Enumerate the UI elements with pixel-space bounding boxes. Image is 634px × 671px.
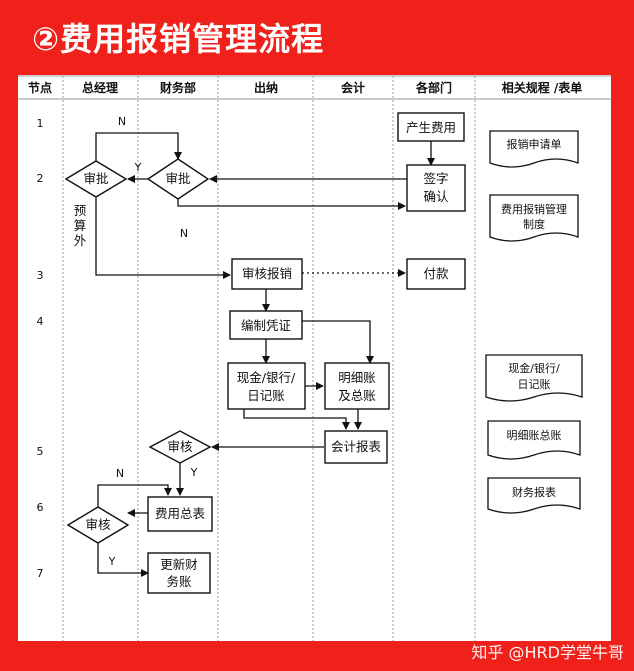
node-sign-confirm-2: 确认 <box>423 189 449 204</box>
edge-label-n: N <box>118 115 126 128</box>
edge-label-budget: 外 <box>74 233 87 248</box>
node-detail-ledger-2: 及总账 <box>338 388 376 403</box>
column-header-node: 节点 <box>28 80 52 95</box>
node-cash-journal: 现金/银行/ <box>237 370 296 385</box>
node-cash-journal-2: 日记账 <box>247 388 285 403</box>
node-prepare-voucher: 编制凭证 <box>241 318 292 333</box>
edge-label-budget: 算 <box>74 218 87 233</box>
column-header-forms: 相关规程 /表单 <box>502 80 583 95</box>
node-detail-ledger: 明细账 <box>338 370 376 385</box>
document-cash-journal: 现金/银行/ <box>508 361 560 375</box>
row-number: 7 <box>37 567 44 580</box>
document-cash-journal-2: 日记账 <box>518 378 551 391</box>
node-sign-confirm: 签字 <box>423 171 448 186</box>
row-number: 2 <box>37 172 44 185</box>
node-update-accounts-2: 务账 <box>166 574 192 589</box>
node-gm-approve: 审批 <box>83 171 108 186</box>
column-header-finance: 财务部 <box>159 80 196 95</box>
edge-label-y: Y <box>190 466 198 479</box>
document-ledger: 明细账总账 <box>507 428 562 442</box>
edge-label-y: Y <box>134 161 142 174</box>
node-payment: 付款 <box>423 266 449 281</box>
row-number: 5 <box>37 445 44 458</box>
document-expense-claim: 报销申请单 <box>507 137 562 151</box>
column-header-departments: 各部门 <box>415 80 452 95</box>
page-title: ②费用报销管理流程 <box>32 20 325 58</box>
column-header-accountant: 会计 <box>341 80 365 95</box>
node-update-accounts: 更新财 <box>160 557 198 572</box>
document-expense-policy: 费用报销管理 <box>501 202 567 216</box>
document-financial-report: 财务报表 <box>512 485 556 499</box>
flowchart-canvas: 节点 总经理 财务部 出纳 会计 各部门 相关规程 /表单 1 2 3 4 5 … <box>18 75 611 641</box>
document-shapes <box>485 130 583 514</box>
node-gm-check: 审核 <box>85 517 111 532</box>
node-accounting-report: 会计报表 <box>331 439 382 454</box>
swimlane-grid <box>18 75 611 641</box>
column-header-cashier: 出纳 <box>254 80 278 95</box>
edge-label-budget: 预 <box>74 203 87 218</box>
row-number: 3 <box>37 269 44 282</box>
row-number: 1 <box>37 117 44 130</box>
node-expense-summary: 费用总表 <box>155 506 206 521</box>
column-header-gm: 总经理 <box>82 80 118 95</box>
node-finance-check: 审核 <box>167 439 193 454</box>
row-number: 6 <box>37 501 44 514</box>
flowchart: 节点 总经理 财务部 出纳 会计 各部门 相关规程 /表单 1 2 3 4 5 … <box>18 75 611 641</box>
edge-label-y: Y <box>108 555 116 568</box>
row-number: 4 <box>37 315 44 328</box>
watermark: 知乎 @HRD学堂牛哥 <box>471 643 624 662</box>
node-finance-approve: 审批 <box>165 171 190 186</box>
process-nodes <box>64 112 466 594</box>
document-expense-policy-2: 制度 <box>523 217 545 231</box>
edge-label-n: N <box>180 227 188 240</box>
node-apply-expense: 产生费用 <box>406 120 456 135</box>
edge-label-n: N <box>116 467 124 480</box>
connectors <box>95 132 435 577</box>
node-review-reimbursement: 审核报销 <box>242 266 292 281</box>
